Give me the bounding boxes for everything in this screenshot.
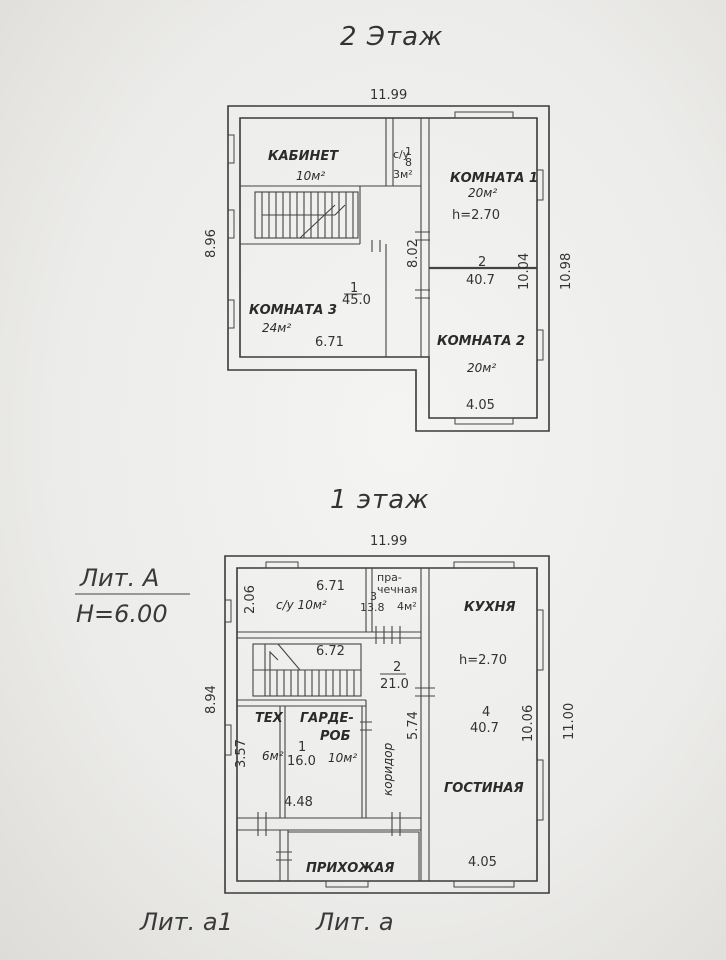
room-cabinet-area: 10м² [296, 169, 325, 183]
room1-area: 20м² [468, 186, 497, 200]
floor1-windows [224, 561, 544, 888]
floor1-dim-right: 11.00 [562, 703, 577, 740]
floor1-dim-206: 2.06 [243, 585, 258, 614]
room3-area: 24м² [262, 321, 291, 335]
floor1-frac2-num: 2 [393, 660, 401, 675]
floor1-dim-574: 5.74 [406, 711, 421, 740]
tech-label: ТЕХ [255, 711, 284, 726]
floor1-frac1-num: 1 [298, 740, 306, 755]
floor1-dim-672: 6.72 [316, 644, 345, 659]
tech-area: 6м² [262, 749, 284, 763]
floor2-title: 2 Этаж [340, 22, 443, 52]
living-room-label: ГОСТИНАЯ [444, 781, 524, 796]
floor1-door-marks [257, 626, 435, 861]
lit-a-small-label: Лит. а [315, 908, 394, 936]
floor1-dim-left: 8.94 [204, 685, 219, 714]
wc2-frac-num: 1 [405, 145, 412, 158]
lit-a-label: Лит. А [79, 564, 159, 592]
floor1-dim-405: 4.05 [468, 855, 497, 870]
corridor-label: коридор [381, 742, 395, 796]
room-cabinet-label: КАБИНЕТ [268, 149, 339, 164]
floor2-dim-1004: 10.04 [517, 253, 532, 290]
floor1-dim-671: 6.71 [316, 579, 345, 594]
floor2-windows [227, 111, 544, 425]
floor1-frac3-den: 13.8 [360, 601, 385, 614]
wardrobe-area: 10м² [328, 751, 357, 765]
floor1-stairs [252, 643, 362, 697]
floor2-dim-right: 10.98 [559, 253, 574, 290]
floor1-inner-walls [237, 568, 430, 881]
floor2-frac2-den: 40.7 [466, 273, 495, 288]
floor2-dim-671: 6.71 [315, 335, 344, 350]
kitchen-label: КУХНЯ [464, 600, 516, 615]
floor1-frac3-num: 3 [370, 590, 377, 603]
floor2-frac2-num: 2 [478, 255, 486, 270]
laundry-area: 4м² [397, 600, 417, 613]
floor2-stairs [254, 191, 359, 239]
floor1-dim-357: 3.57 [234, 739, 249, 768]
wc2-area: 3м² [393, 168, 413, 181]
lit-a1-label: Лит. а1 [139, 908, 233, 936]
floor1-title: 1 этаж [330, 485, 430, 515]
laundry-label-a: пра- [377, 571, 402, 584]
wc2-label: с/у [393, 148, 410, 161]
floor2-dim-802: 8.02 [406, 239, 421, 268]
room2-label: КОМНАТА 2 [437, 334, 525, 349]
floor1-frac4-den: 40.7 [470, 721, 499, 736]
floor1-frac4-num: 4 [482, 705, 490, 720]
wc2-frac-den: 8 [405, 156, 412, 169]
room1-height: h=2.70 [452, 208, 500, 223]
floor2-dim-top: 11.99 [370, 88, 407, 103]
room3-label: КОМНАТА 3 [249, 303, 337, 318]
floor2-frac1-num: 1 [350, 281, 358, 296]
wardrobe-label-a: ГАРДЕ- [300, 711, 354, 726]
floor2-dim-left: 8.96 [204, 229, 219, 258]
floor1-outer-walls [224, 555, 550, 894]
kitchen-height: h=2.70 [459, 653, 507, 668]
floor2-dim-405: 4.05 [466, 398, 495, 413]
room1-label: КОМНАТА 1 [450, 171, 538, 186]
floor1-frac2-den: 21.0 [380, 677, 409, 692]
laundry-label-b: чечная [377, 583, 417, 596]
wardrobe-label-b: РОБ [320, 729, 351, 744]
floor2-frac1-den: 45.0 [342, 293, 371, 308]
floor1-wc-label: с/у 10м² [276, 598, 327, 612]
floor2-door-marks [371, 231, 430, 299]
floor1-dim-448: 4.48 [284, 795, 313, 810]
room2-area: 20м² [467, 361, 496, 375]
floor1-dim-1006: 10.06 [521, 705, 536, 742]
floor1-frac1-den: 16.0 [287, 754, 316, 769]
floor1-dim-top: 11.99 [370, 534, 407, 549]
hall-label: ПРИХОЖАЯ [306, 861, 394, 876]
height-label: Н=6.00 [76, 600, 168, 628]
floor2-inner-walls [240, 118, 537, 418]
